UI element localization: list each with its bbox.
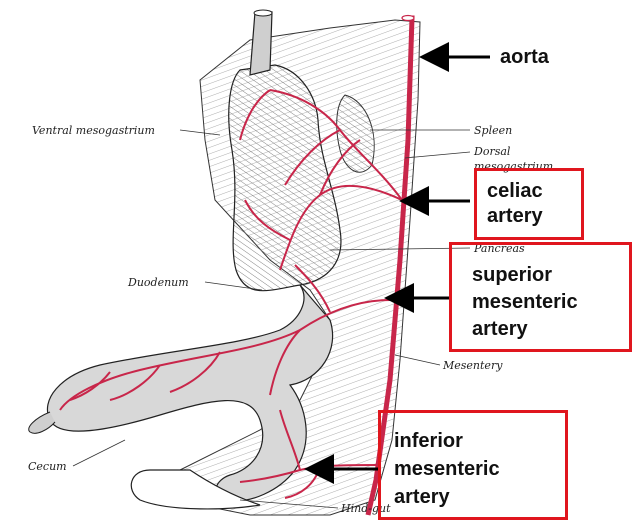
label-ventral-mesogastrium: Ventral mesogastrium [32,124,155,137]
celiac-highlight-box [474,168,584,240]
label-spleen: Spleen [474,124,512,137]
label-mesentery: Mesentery [442,359,503,372]
annotation-superior-3: artery [472,318,528,341]
annotation-superior-2: mesenteric [472,291,578,314]
annotation-inferior-1: inferior [394,430,463,453]
cecum [29,412,55,433]
annotation-superior-1: superior [472,264,552,287]
annotation-celiac-1: celiac [487,180,543,203]
annotation-celiac-2: artery [487,205,543,228]
annotation-inferior-3: artery [394,486,450,509]
annotation-aorta: aorta [500,46,549,69]
label-cecum: Cecum [28,460,67,473]
label-duodenum: Duodenum [127,276,189,289]
annotation-inferior-2: mesenteric [394,458,500,481]
label-dorsal: Dorsal [473,145,511,158]
esophagus [250,12,272,75]
